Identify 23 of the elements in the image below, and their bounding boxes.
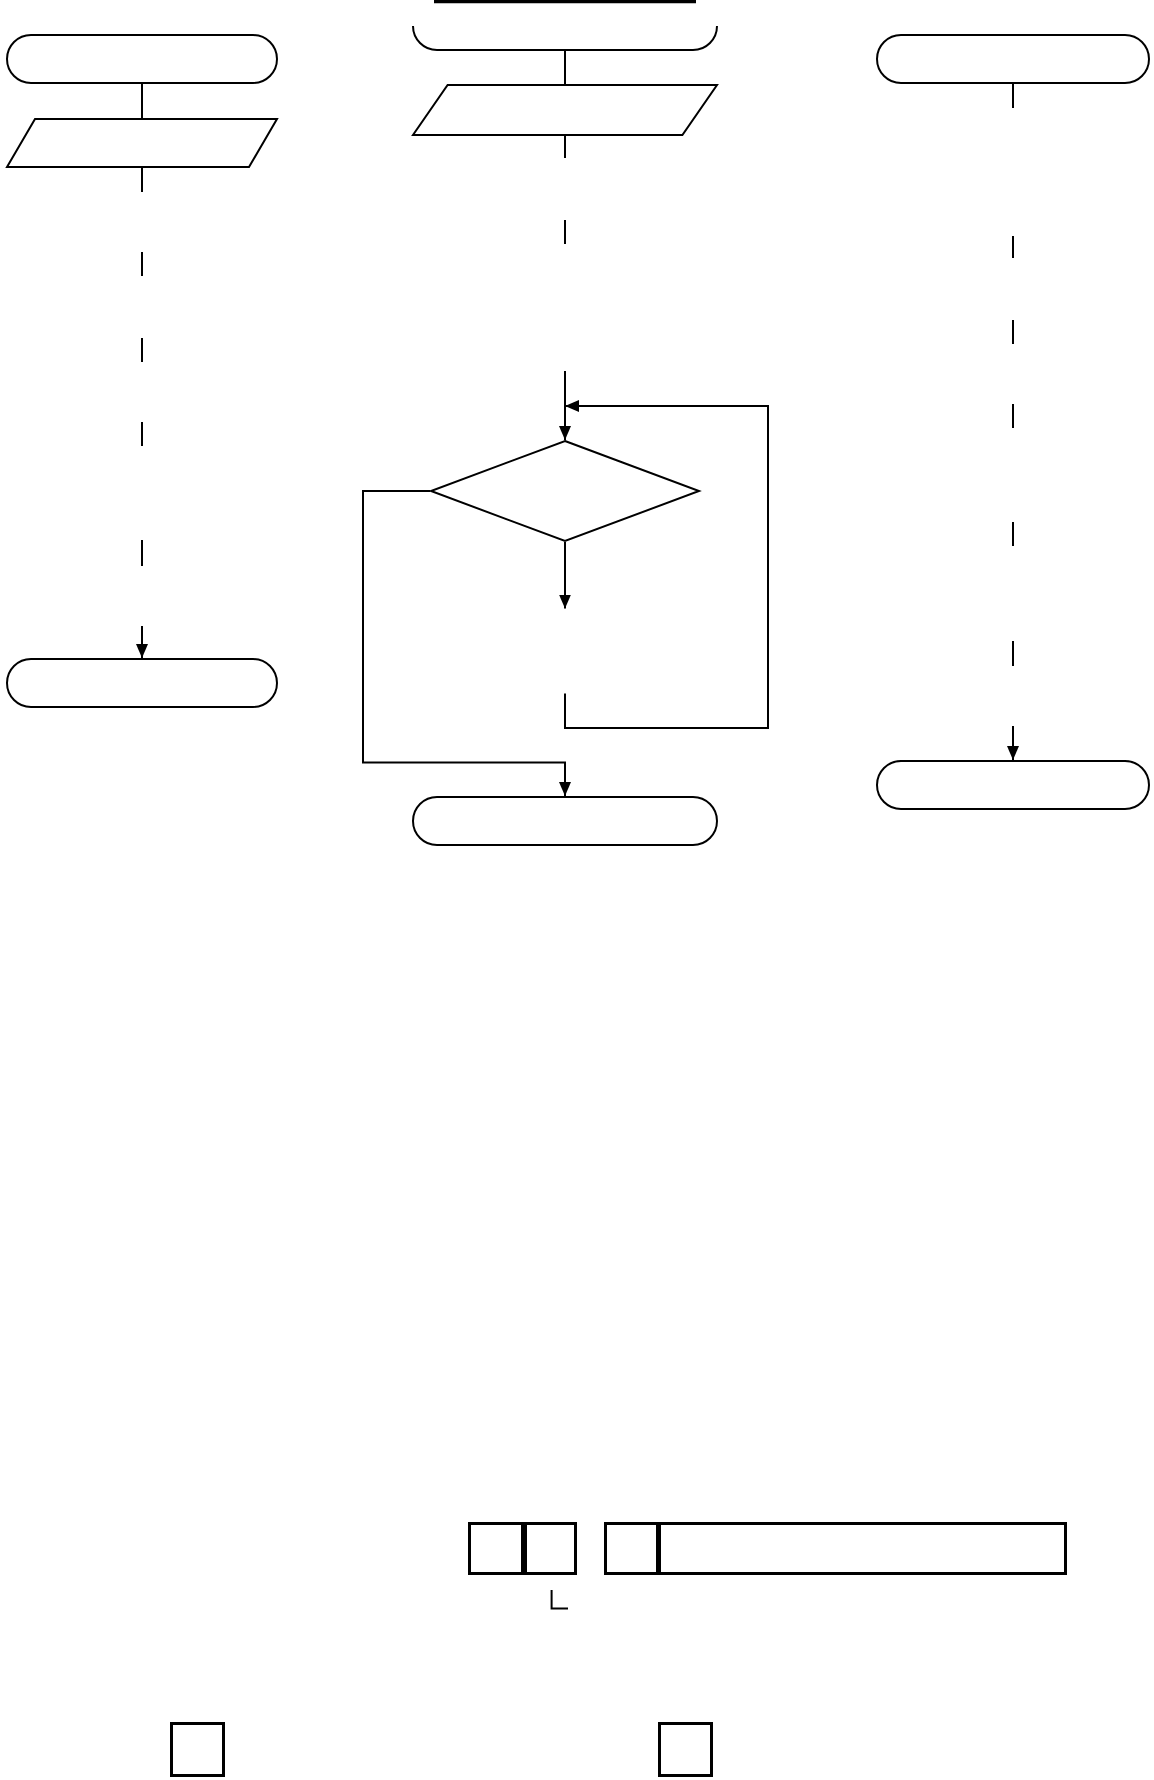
empty-box xyxy=(604,1522,659,1575)
arrow xyxy=(559,541,571,610)
rounded-rectangle xyxy=(6,658,278,708)
decision-diamond xyxy=(430,440,700,542)
parallelogram xyxy=(412,84,718,136)
empty-box xyxy=(524,1522,577,1575)
rounded-rectangle xyxy=(876,760,1150,810)
parallelogram xyxy=(6,118,278,168)
dashed-arrow xyxy=(136,167,148,659)
empty-box xyxy=(658,1722,713,1777)
connector-line xyxy=(564,50,566,85)
arrow xyxy=(362,490,571,797)
dashed-arrow xyxy=(1007,83,1019,761)
empty-box xyxy=(468,1522,524,1575)
rounded-rectangle xyxy=(412,796,718,846)
dashed-arrow xyxy=(559,135,571,441)
empty-box xyxy=(170,1722,225,1777)
rounded-rectangle xyxy=(6,34,278,84)
arrow xyxy=(564,400,769,729)
connector-line xyxy=(141,83,143,119)
empty-box xyxy=(658,1522,1067,1575)
rounded-rectangle xyxy=(876,34,1150,84)
rounded-rectangle xyxy=(412,0,718,51)
